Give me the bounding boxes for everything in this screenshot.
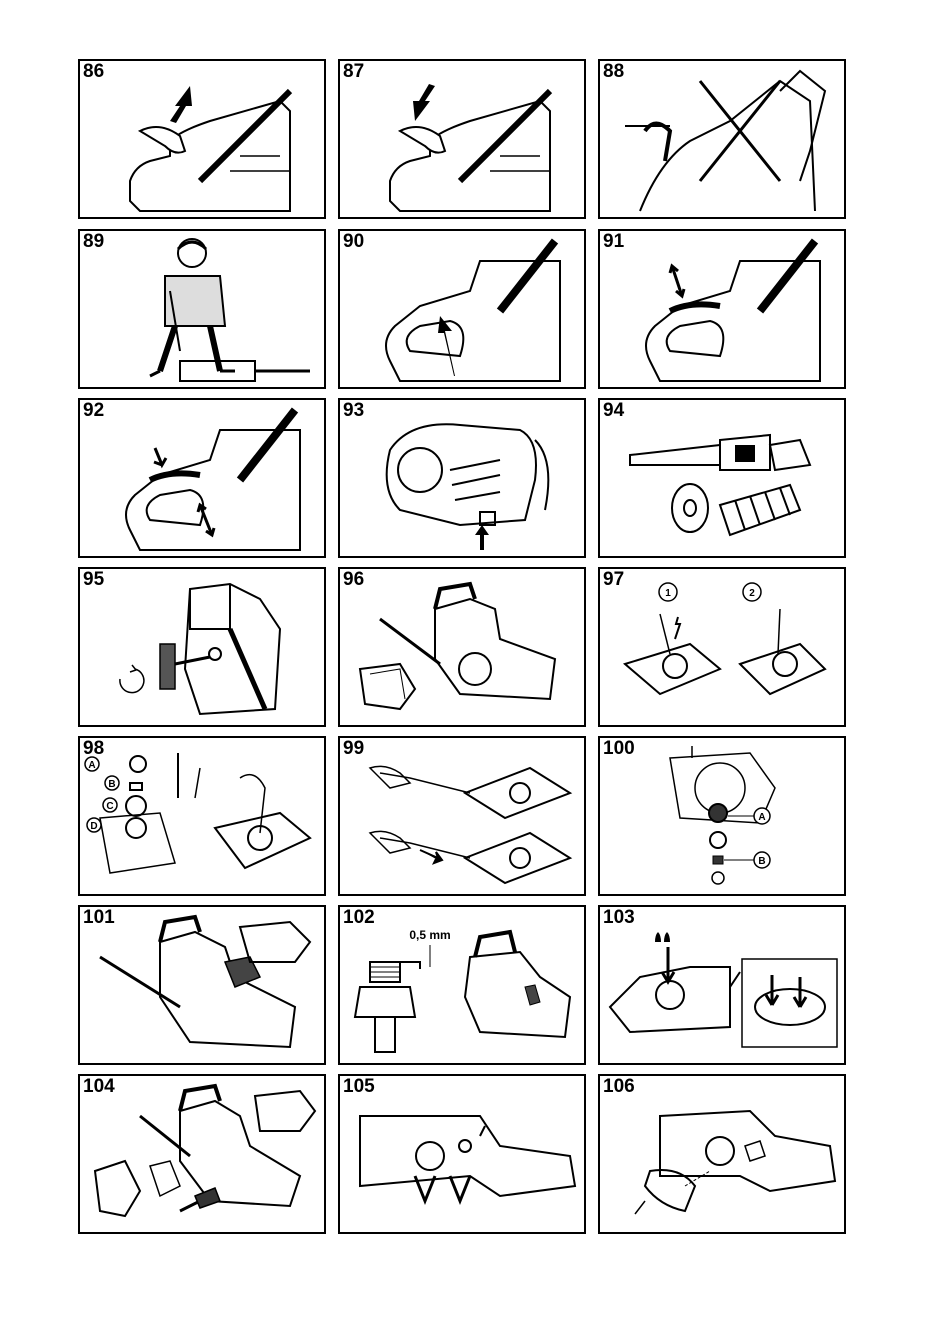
starter-housing-removed-illustration [340, 569, 584, 725]
figure-panel-95: 95 [78, 567, 326, 727]
chainsaw-brake-push-illustration [340, 61, 584, 217]
figure-panel-97: 1 2 97 [598, 567, 846, 727]
cylinder-cover-removal-illustration [80, 907, 324, 1063]
figure-panel-99: 99 [338, 736, 586, 896]
wrong-grip-illustration [600, 61, 844, 217]
front-guard-check-illustration [600, 231, 844, 387]
callout-a: A [758, 812, 765, 823]
figure-number: 94 [603, 400, 624, 422]
figure-number: 86 [83, 61, 104, 83]
figure-panel-89: 89 [78, 229, 326, 389]
rope-pull-illustration [340, 738, 584, 894]
figure-number: 106 [603, 1076, 635, 1098]
figure-number: 102 [343, 907, 375, 929]
cooling-system-cleaning-illustration [80, 1076, 324, 1232]
figure-panel-102: 0,5 mm 102 [338, 905, 586, 1065]
figure-number: 90 [343, 231, 364, 253]
figure-number: 92 [83, 400, 104, 422]
figure-number: 91 [603, 231, 624, 253]
callout-c: C [106, 801, 113, 812]
figure-number: 101 [83, 907, 115, 929]
figure-panel-91: 91 [598, 229, 846, 389]
operator-starting-illustration [80, 231, 324, 387]
figure-panel-96: 96 [338, 567, 586, 727]
step-1-label: 1 [665, 588, 671, 599]
callout-a: A [88, 760, 95, 771]
bottom-cover-illustration [600, 1076, 844, 1232]
figure-panel-98: A B C D 98 [78, 736, 326, 896]
figure-number: 100 [603, 738, 635, 760]
step-2-label: 2 [749, 588, 755, 599]
handle-guard-check-illustration [340, 231, 584, 387]
figure-panel-94: 94 [598, 398, 846, 558]
figure-panel-103: 103 [598, 905, 846, 1065]
figure-number: 88 [603, 61, 624, 83]
muffler-screen-illustration [340, 1076, 584, 1232]
figure-number: 98 [83, 738, 104, 760]
figure-number: 104 [83, 1076, 115, 1098]
callout-d: D [90, 821, 97, 832]
figure-number: 87 [343, 61, 364, 83]
figure-panel-104: 104 [78, 1074, 326, 1234]
figure-panel-88: 88 [598, 59, 846, 219]
figure-number: 89 [83, 231, 104, 253]
figure-panel-86: 86 [78, 59, 326, 219]
figure-number: 105 [343, 1076, 375, 1098]
figure-number: 95 [83, 569, 104, 591]
spark-gap-label: 0,5 mm [409, 928, 450, 942]
spark-plug-gap-illustration: 0,5 mm [340, 907, 584, 1063]
figure-number: 97 [603, 569, 624, 591]
lubrication-points-illustration [600, 907, 844, 1063]
figure-number: 93 [343, 400, 364, 422]
figure-panel-90: 90 [338, 229, 586, 389]
starter-spring-steps-illustration: 1 2 [600, 569, 844, 725]
figure-number: 99 [343, 738, 364, 760]
starter-exploded-illustration: A B C D [80, 738, 324, 894]
figure-panel-101: 101 [78, 905, 326, 1065]
recoil-spring-exploded-illustration: A B [600, 738, 844, 894]
air-filter-parts-illustration [600, 400, 844, 556]
guard-press-illustration [80, 400, 324, 556]
figure-panel-105: 105 [338, 1074, 586, 1234]
figure-panel-100: A B 100 [598, 736, 846, 896]
figure-number: 103 [603, 907, 635, 929]
figure-panel-93: 93 [338, 398, 586, 558]
callout-b: B [108, 779, 115, 790]
chainsaw-brake-lift-illustration [80, 61, 324, 217]
figure-number: 96 [343, 569, 364, 591]
figure-panel-87: 87 [338, 59, 586, 219]
figure-panel-92: 92 [78, 398, 326, 558]
callout-b: B [758, 856, 765, 867]
clutch-cover-illustration [340, 400, 584, 556]
figure-panel-106: 106 [598, 1074, 846, 1234]
carburetor-adjust-illustration [80, 569, 324, 725]
